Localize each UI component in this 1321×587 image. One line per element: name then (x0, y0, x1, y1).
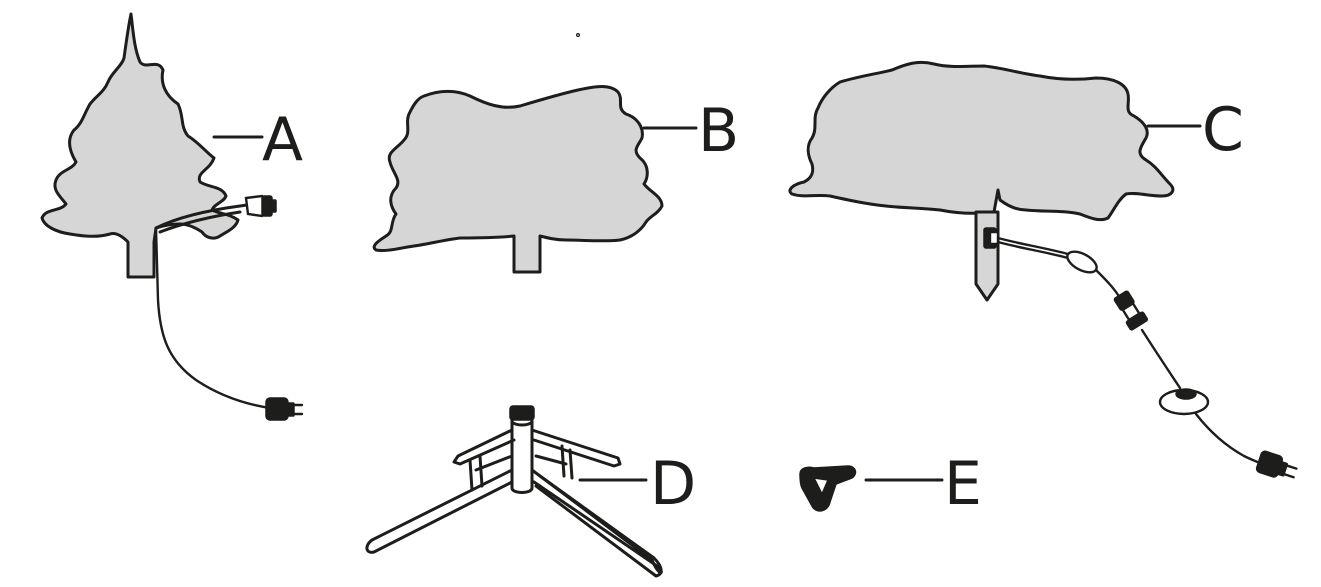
part-d-center-post (510, 418, 534, 494)
part-c-cord-segment-2 (1094, 268, 1122, 300)
part-c-bracket-icon (983, 227, 1000, 249)
part-d-post-cap (509, 405, 535, 421)
part-a-cord (154, 226, 272, 410)
part-d-back-right-leg (530, 428, 622, 468)
part-d-post-ring (510, 420, 534, 427)
part-c-cord-lower (996, 240, 1070, 260)
part-a-label: A (262, 105, 303, 175)
part-d-label: D (650, 449, 696, 519)
part-a-plug-icon (265, 397, 304, 421)
part-d-strut-top (474, 454, 568, 472)
part-d-back-left-leg (452, 428, 516, 466)
part-d-crossbar-right (560, 444, 574, 480)
part-e-key-icon (799, 465, 857, 512)
part-a-foliage (40, 12, 240, 279)
part-a-cord-sleeve-lower (158, 210, 242, 234)
part-d-crossbar-left (468, 454, 484, 492)
part-c-plug-icon (1255, 450, 1298, 479)
part-b-speck (575, 32, 580, 37)
part-b-middle-section: B (372, 32, 739, 274)
part-e-key: E (799, 449, 982, 519)
part-a-cord-sleeve (154, 202, 256, 230)
part-e-label: E (944, 449, 982, 519)
part-c-inline-fuse-icon (1066, 250, 1098, 274)
part-b-foliage (372, 85, 664, 274)
part-c-bottom-section: C (788, 60, 1298, 479)
part-c-cord-segment-3 (1140, 328, 1182, 390)
part-c-label: C (1202, 95, 1244, 165)
part-c-cord-segment-4 (1194, 412, 1264, 466)
part-c-foot-switch-icon (1158, 388, 1210, 416)
part-d-front-right-leg-outer (534, 474, 663, 578)
part-c-cord (996, 236, 1070, 256)
part-c-pole (974, 210, 1000, 302)
part-a-connector-icon (244, 194, 277, 218)
part-c-foliage (788, 60, 1175, 222)
part-c-connector-icon (1113, 290, 1149, 331)
part-d-front-left-leg (365, 468, 514, 554)
part-b-label: B (698, 96, 739, 166)
part-d-stand: D (365, 405, 696, 578)
part-a-tree-top: A (40, 12, 304, 421)
